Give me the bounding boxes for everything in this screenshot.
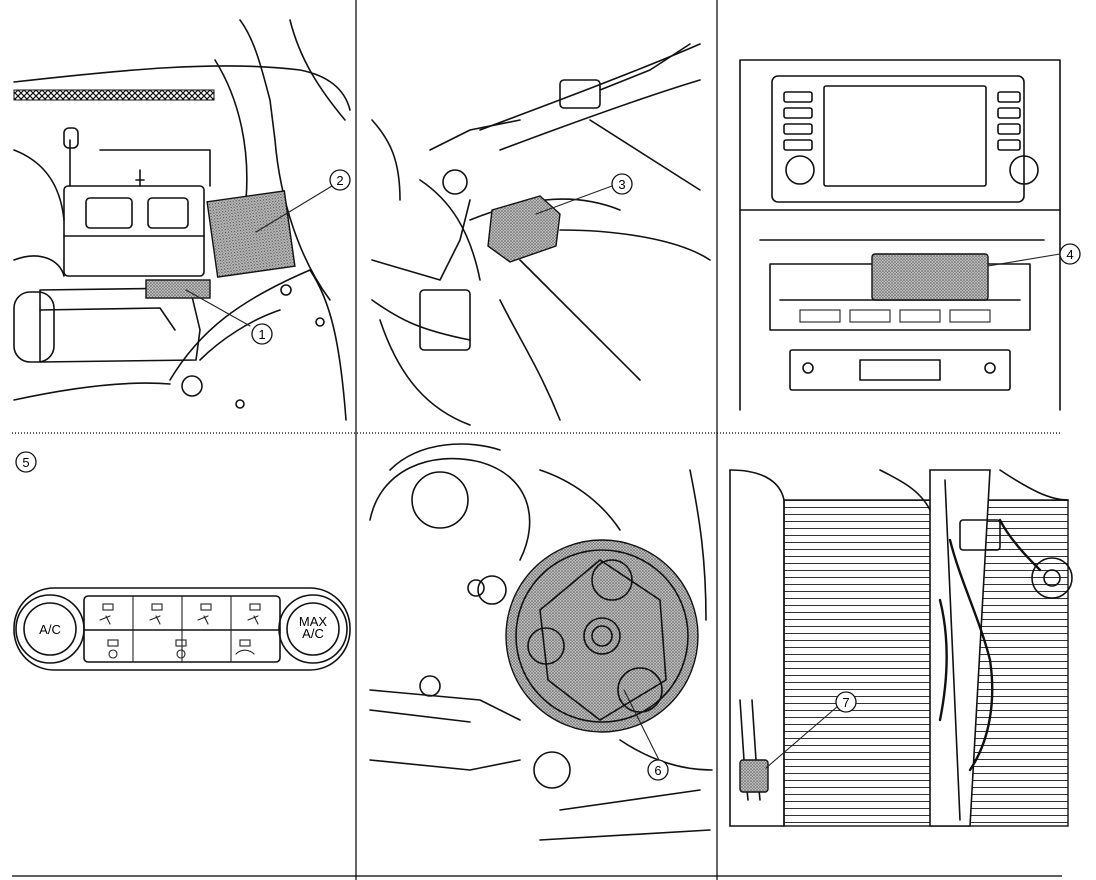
callout-2: 2 bbox=[329, 169, 351, 191]
svg-text:6: 6 bbox=[654, 763, 661, 778]
panel-ac-controls: A/C MAX A/C bbox=[13, 587, 351, 671]
highlight-part-4 bbox=[871, 253, 989, 301]
callout-5: 5 bbox=[15, 451, 37, 473]
left-knob bbox=[15, 594, 85, 664]
display-buttons-left bbox=[783, 91, 813, 151]
highlight-part-3 bbox=[487, 195, 561, 263]
right-knob-label-line1: MAX bbox=[299, 614, 328, 629]
left-knob-label: A/C bbox=[39, 622, 61, 637]
mode-button-icons bbox=[99, 603, 261, 659]
callout-1: 1 bbox=[251, 323, 273, 345]
svg-text:4: 4 bbox=[1066, 247, 1073, 262]
highlight-part-7 bbox=[739, 759, 769, 793]
callout-4: 4 bbox=[1059, 243, 1081, 265]
highlight-part-1 bbox=[145, 279, 211, 299]
panel-grid bbox=[12, 0, 1062, 880]
svg-text:1: 1 bbox=[258, 327, 265, 342]
right-knob-label-line2: A/C bbox=[302, 626, 324, 641]
callout-6: 6 bbox=[647, 759, 669, 781]
svg-text:3: 3 bbox=[618, 177, 625, 192]
highlight-part-6 bbox=[505, 539, 699, 733]
battery bbox=[63, 127, 211, 277]
panel-under-dash bbox=[371, 43, 711, 426]
svg-text:5: 5 bbox=[22, 455, 29, 470]
callout-7: 7 bbox=[835, 691, 857, 713]
svg-text:2: 2 bbox=[336, 173, 343, 188]
panel-engine-bay bbox=[13, 19, 351, 421]
highlight-part-2 bbox=[206, 190, 296, 278]
svg-text:7: 7 bbox=[842, 695, 849, 710]
panel-condenser bbox=[729, 469, 1073, 827]
vent-slots bbox=[799, 309, 991, 323]
panel-display bbox=[739, 59, 1061, 411]
callout-3: 3 bbox=[611, 173, 633, 195]
panel-compressor bbox=[369, 443, 713, 841]
right-knob bbox=[278, 594, 348, 664]
display-buttons-right bbox=[997, 91, 1021, 151]
